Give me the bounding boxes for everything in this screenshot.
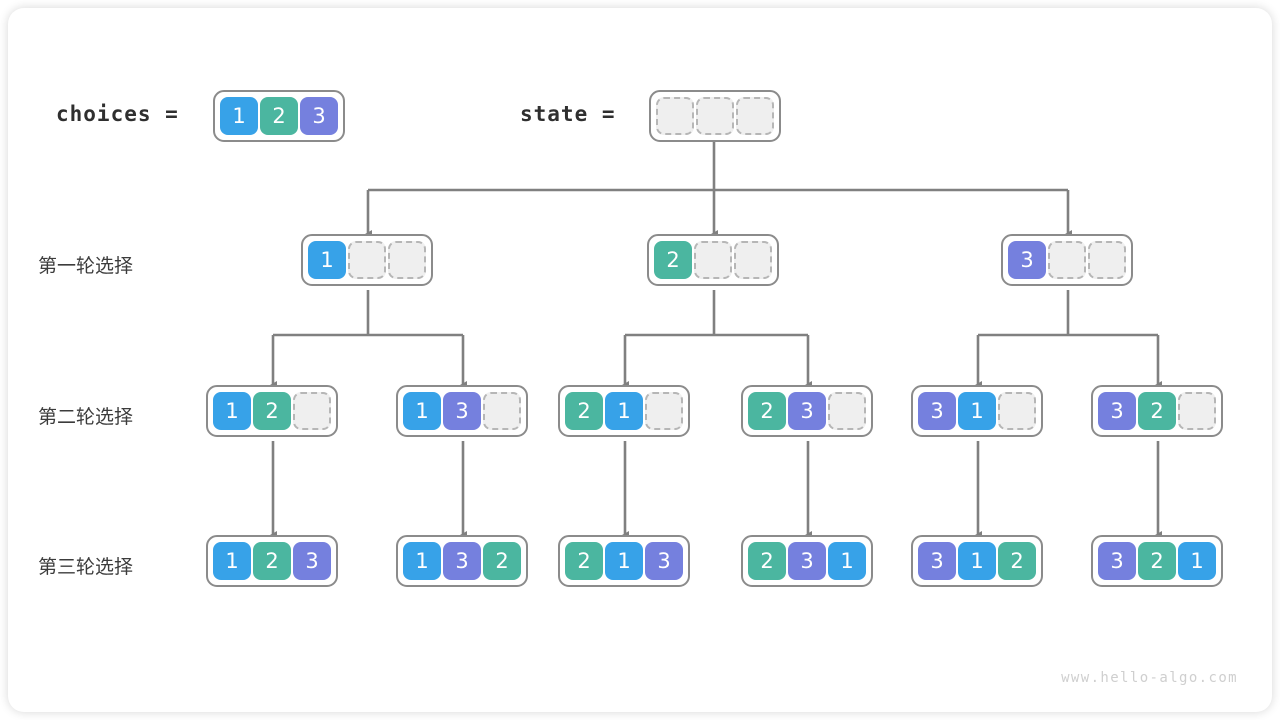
node-r1-2-cell-1 xyxy=(694,241,732,279)
node-r1-2-cell-2 xyxy=(734,241,772,279)
node-r3-6-cell-2: 1 xyxy=(1178,542,1216,580)
node-r3-1-cell-1: 2 xyxy=(253,542,291,580)
node-r2-3-cell-2 xyxy=(645,392,683,430)
node-r3-4-cell-2: 1 xyxy=(828,542,866,580)
node-r3-4-cell-1: 3 xyxy=(788,542,826,580)
choices-cell-1: 2 xyxy=(260,97,298,135)
choices-cell-2: 3 xyxy=(300,97,338,135)
state-node-r1-2: 2 xyxy=(647,234,779,286)
node-r2-4-cell-1: 3 xyxy=(788,392,826,430)
state-node-r1-1: 1 xyxy=(301,234,433,286)
node-r2-2-cell-2 xyxy=(483,392,521,430)
row-label-round-1: 第一轮选择 xyxy=(38,256,134,277)
node-r2-6-cell-1: 2 xyxy=(1138,392,1176,430)
node-r3-2-cell-1: 3 xyxy=(443,542,481,580)
state-cell-2 xyxy=(736,97,774,135)
node-r2-5-cell-0: 3 xyxy=(918,392,956,430)
node-r1-1-cell-0: 1 xyxy=(308,241,346,279)
node-r3-1-cell-0: 1 xyxy=(213,542,251,580)
node-r3-5-cell-0: 3 xyxy=(918,542,956,580)
node-r3-1-cell-2: 3 xyxy=(293,542,331,580)
node-r1-1-cell-1 xyxy=(348,241,386,279)
choices-cell-0: 1 xyxy=(220,97,258,135)
node-r1-3-cell-0: 3 xyxy=(1008,241,1046,279)
node-r1-2-cell-0: 2 xyxy=(654,241,692,279)
node-r1-1-cell-2 xyxy=(388,241,426,279)
node-r3-3-cell-1: 1 xyxy=(605,542,643,580)
state-label: state = xyxy=(520,102,616,126)
node-r1-3-cell-1 xyxy=(1048,241,1086,279)
watermark: www.hello-algo.com xyxy=(1061,670,1238,686)
state-cell-0 xyxy=(656,97,694,135)
node-r3-2-cell-0: 1 xyxy=(403,542,441,580)
node-r2-6-cell-2 xyxy=(1178,392,1216,430)
node-r3-5-cell-1: 1 xyxy=(958,542,996,580)
node-r2-5-cell-1: 1 xyxy=(958,392,996,430)
node-r1-3-cell-2 xyxy=(1088,241,1126,279)
node-r3-3-cell-0: 2 xyxy=(565,542,603,580)
node-r3-2-cell-2: 2 xyxy=(483,542,521,580)
row-label-round-3: 第三轮选择 xyxy=(38,557,134,578)
node-r3-3-cell-2: 3 xyxy=(645,542,683,580)
node-r3-4-cell-0: 2 xyxy=(748,542,786,580)
row-label-round-2: 第二轮选择 xyxy=(38,407,134,428)
node-r2-2-cell-1: 3 xyxy=(443,392,481,430)
node-r2-3-cell-0: 2 xyxy=(565,392,603,430)
node-r2-1-cell-2 xyxy=(293,392,331,430)
node-r2-3-cell-1: 1 xyxy=(605,392,643,430)
connector-lines xyxy=(270,132,1162,539)
state-array xyxy=(649,90,781,142)
node-r2-2-cell-0: 1 xyxy=(403,392,441,430)
node-r3-6-cell-1: 2 xyxy=(1138,542,1176,580)
state-cell-1 xyxy=(696,97,734,135)
state-node-r1-3: 3 xyxy=(1001,234,1133,286)
node-r3-6-cell-0: 3 xyxy=(1098,542,1136,580)
node-r2-4-cell-0: 2 xyxy=(748,392,786,430)
choices-label: choices = xyxy=(56,102,179,126)
node-r3-5-cell-2: 2 xyxy=(998,542,1036,580)
node-r2-6-cell-0: 3 xyxy=(1098,392,1136,430)
node-r2-1-cell-1: 2 xyxy=(253,392,291,430)
node-r2-1-cell-0: 1 xyxy=(213,392,251,430)
node-r2-5-cell-2 xyxy=(998,392,1036,430)
node-r2-4-cell-2 xyxy=(828,392,866,430)
